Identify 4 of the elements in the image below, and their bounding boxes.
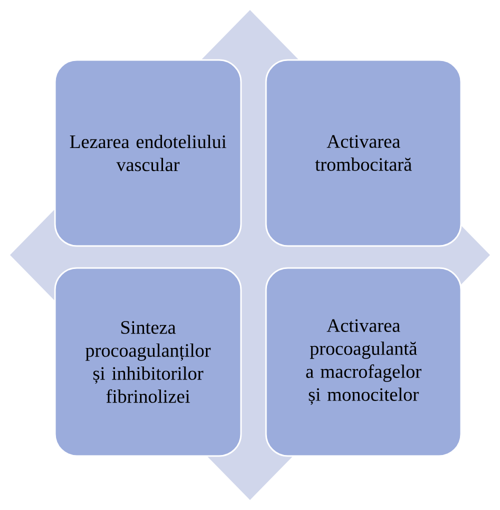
- process-box: Activarea procoagulantă a macrofagelor și monocitelor: [265, 267, 462, 457]
- process-box: Sinteza procoagulanților și inhibitorilor fibrinolizei: [54, 267, 242, 457]
- process-box: Lezarea endoteliului vascular: [54, 59, 242, 247]
- process-box: Activarea trombocitară: [265, 59, 462, 247]
